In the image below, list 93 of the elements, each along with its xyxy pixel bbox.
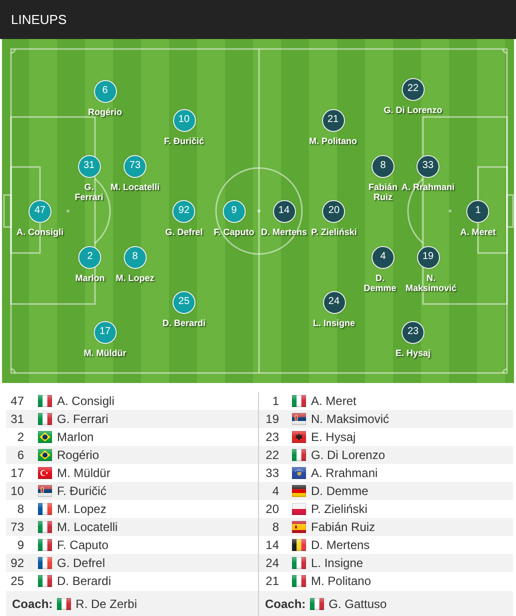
shirt-number: 1: [272, 394, 279, 408]
player-name: G. Defrel: [165, 226, 203, 236]
coach-name: G. Gattuso: [328, 596, 387, 610]
player-name: G. Defrel: [57, 556, 106, 570]
player-marker: 10: [172, 108, 196, 132]
coach-label: Coach:: [265, 596, 306, 610]
shirt-number: 20: [266, 502, 279, 516]
player-name: Marlon: [57, 430, 94, 444]
player-marker: 14: [272, 200, 296, 222]
player-marker: 24: [322, 290, 346, 314]
player-name: D. Berardi: [162, 318, 206, 328]
player-name: M. Lopez: [57, 502, 106, 516]
player-marker: 47: [28, 200, 52, 222]
player-name: A. Meret: [460, 226, 496, 236]
player-name: Marlon: [75, 272, 105, 282]
player-name: A. Rrahmani: [311, 466, 378, 480]
coach-label: Coach:: [12, 596, 53, 610]
shirt-number: 17: [10, 466, 24, 480]
player-marker: 19: [416, 246, 440, 268]
player-marker: 17: [94, 320, 116, 344]
player-name: A. Consigli: [16, 226, 64, 236]
player-name: A. Rrahmani: [402, 182, 454, 192]
player-marker: 33: [416, 154, 440, 178]
shirt-number: 22: [266, 448, 279, 462]
shirt-number: 33: [266, 466, 279, 480]
player-name: M. Lopez: [116, 272, 154, 282]
player-marker: 6: [94, 80, 116, 102]
player-name: M. Politano: [311, 574, 372, 588]
coach-name: R. De Zerbi: [76, 596, 138, 610]
player-name: G. Ferrari: [74, 182, 104, 202]
shirt-number: 19: [266, 412, 279, 426]
player-marker: 1: [466, 200, 490, 222]
player-name: Fabián Ruiz: [368, 182, 398, 202]
player-name: G. Di Lorenzo: [311, 448, 386, 462]
player-name: A. Consigli: [57, 394, 114, 408]
shirt-number: 73: [10, 520, 24, 534]
player-name: G. Di Lorenzo: [384, 104, 442, 114]
player-name: M. Politano: [309, 136, 357, 146]
shirt-number: 21: [266, 574, 279, 588]
shirt-number: 9: [17, 538, 24, 552]
player-name: Rogério: [57, 448, 100, 462]
player-marker: 4: [372, 246, 394, 268]
player-marker: 73: [124, 154, 146, 178]
player-name: F. Đuričić: [164, 136, 204, 146]
player-name: M. Müldür: [84, 348, 126, 358]
player-name: L. Insigne: [313, 318, 355, 328]
player-marker: 22: [402, 78, 424, 100]
shirt-number: 23: [266, 430, 279, 444]
player-name: M. Locatelli: [57, 520, 118, 534]
shirt-number: 24: [266, 556, 279, 570]
shirt-number: 4: [272, 484, 279, 498]
player-marker: 9: [222, 200, 246, 222]
player-name: G. Ferrari: [57, 412, 108, 426]
player-name: D. Mertens: [261, 226, 307, 236]
player-marker: 92: [172, 200, 196, 222]
shirt-number: 25: [10, 574, 24, 588]
player-marker: 8: [124, 246, 146, 268]
player-name: D. Demme: [362, 272, 398, 292]
section-title: LINEUPS: [11, 12, 67, 27]
player-name: A. Meret: [311, 394, 356, 408]
player-name: Rogério: [88, 106, 122, 116]
player-name: E. Hysaj: [311, 430, 356, 444]
player-name: P. Zieliński: [311, 502, 368, 516]
player-name: E. Hysaj: [395, 348, 431, 358]
player-name: D. Mertens: [311, 538, 370, 552]
player-name: Fabián Ruiz: [311, 520, 376, 534]
player-name: D. Demme: [311, 484, 368, 498]
player-name: M. Locatelli: [110, 182, 160, 192]
shirt-number: 92: [10, 556, 24, 570]
player-marker: 31: [78, 154, 100, 178]
player-name: F. Đuričić: [57, 484, 106, 498]
player-marker: 20: [322, 200, 346, 222]
player-marker: 23: [402, 320, 424, 344]
player-marker: 25: [172, 290, 196, 314]
player-name: N. Maksimović: [311, 412, 390, 426]
shirt-number: 8: [17, 502, 24, 516]
player-name: L. Insigne: [311, 556, 364, 570]
player-marker: 2: [78, 246, 102, 268]
player-name: P. Zieliński: [311, 226, 357, 236]
player-marker: 21: [322, 108, 344, 132]
shirt-number: 10: [10, 484, 24, 498]
player-name: M. Müldür: [57, 466, 110, 480]
shirt-number: 8: [272, 520, 279, 534]
player-name: F. Caputo: [214, 226, 254, 236]
player-name: N. Maksimović: [404, 272, 458, 292]
shirt-number: 2: [17, 430, 24, 444]
shirt-number: 6: [17, 448, 24, 462]
shirt-number: 14: [266, 538, 279, 552]
player-marker: 8: [372, 154, 394, 178]
player-name: F. Caputo: [57, 538, 108, 552]
shirt-number: 47: [10, 394, 24, 408]
shirt-number: 31: [10, 412, 24, 426]
player-name: D. Berardi: [57, 574, 112, 588]
